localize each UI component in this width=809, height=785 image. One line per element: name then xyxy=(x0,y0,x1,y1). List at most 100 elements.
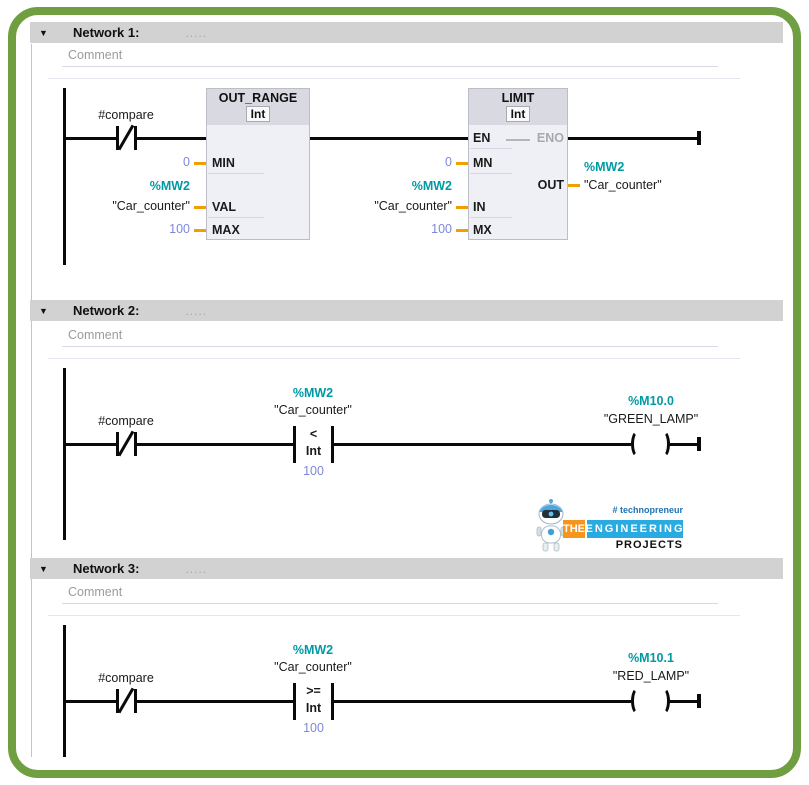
nc-contact-slash xyxy=(117,687,135,714)
compare-type[interactable]: Int xyxy=(305,701,322,715)
rail-segment xyxy=(334,443,631,446)
pin-stub xyxy=(194,162,206,165)
network1-title: Network 1: xyxy=(73,25,140,40)
logo-tagline: # technopreneur xyxy=(612,505,683,515)
network2-header[interactable]: ▼ Network 2: ..... xyxy=(30,300,783,321)
compare-constant[interactable]: 100 xyxy=(303,721,324,735)
coil-symbol[interactable] xyxy=(631,687,645,715)
operand-address[interactable]: %MW2 xyxy=(292,643,334,657)
en-eno-dash xyxy=(506,139,530,141)
network3-comment-field[interactable]: Comment xyxy=(68,585,123,599)
nc-contact-bar[interactable] xyxy=(134,689,137,713)
operand-name[interactable]: "GREEN_LAMP" xyxy=(603,412,699,426)
operand-name[interactable]: "Car_counter" xyxy=(374,199,452,213)
network-separator-line xyxy=(48,78,740,79)
rail-end-tick xyxy=(697,694,701,708)
pin-stub xyxy=(456,229,468,232)
network3-title-dots[interactable]: ..... xyxy=(185,561,208,576)
power-rail xyxy=(63,88,66,265)
coil-symbol[interactable] xyxy=(656,430,670,458)
collapse-triangle-icon[interactable]: ▼ xyxy=(39,563,48,574)
logo-word-the: THE xyxy=(563,520,585,538)
rail-segment xyxy=(63,700,118,703)
rail-segment xyxy=(63,137,118,140)
nc-contact-bar[interactable] xyxy=(134,126,137,150)
compare-contact-bar[interactable] xyxy=(331,426,334,463)
compare-constant[interactable]: 100 xyxy=(303,464,324,478)
out-range-block-header: OUT_RANGE Int xyxy=(207,89,309,125)
operand-address[interactable]: %MW2 xyxy=(411,179,452,193)
network1-comment-field[interactable]: Comment xyxy=(68,48,123,62)
logo-word-projects: PROJECTS xyxy=(615,539,683,551)
pin-value-mx[interactable]: 100 xyxy=(431,222,452,236)
rail-end-tick xyxy=(697,131,701,145)
pin-stub xyxy=(194,229,206,232)
pin-value-min[interactable]: 0 xyxy=(183,155,190,169)
operand-name[interactable]: "Car_counter" xyxy=(112,199,190,213)
compare-contact-bar[interactable] xyxy=(293,683,296,720)
pin-underline xyxy=(208,173,264,174)
rail-segment xyxy=(334,700,631,703)
nc-contact-bar[interactable] xyxy=(116,432,119,456)
pin-stub xyxy=(456,162,468,165)
operand-name[interactable]: "Car_counter" xyxy=(274,660,352,674)
nc-contact-bar[interactable] xyxy=(116,689,119,713)
coil-symbol[interactable] xyxy=(656,687,670,715)
nc-contact-bar[interactable] xyxy=(116,126,119,150)
pin-stub xyxy=(456,206,468,209)
block-type-dropdown[interactable]: Int xyxy=(245,106,271,122)
compare-type[interactable]: Int xyxy=(305,444,322,458)
contact-operand-label[interactable]: #compare xyxy=(98,108,154,122)
network2-title-dots[interactable]: ..... xyxy=(185,303,208,318)
operand-name[interactable]: "Car_counter" xyxy=(274,403,352,417)
limit-block[interactable]: LIMIT Int xyxy=(468,88,568,240)
pin-name-en: EN xyxy=(473,131,491,145)
compare-contact-bar[interactable] xyxy=(331,683,334,720)
compare-operator[interactable]: < xyxy=(309,427,318,441)
operand-address[interactable]: %MW2 xyxy=(149,179,190,193)
pin-underline xyxy=(470,217,512,218)
compare-operator[interactable]: >= xyxy=(306,684,321,698)
operand-name[interactable]: "Car_counter" xyxy=(584,178,662,192)
block-title: OUT_RANGE xyxy=(218,91,298,105)
pin-underline xyxy=(470,148,512,149)
operand-address[interactable]: %MW2 xyxy=(584,160,625,174)
out-range-block[interactable]: OUT_RANGE Int xyxy=(206,88,310,240)
nc-contact-bar[interactable] xyxy=(134,432,137,456)
network3-title: Network 3: xyxy=(73,561,140,576)
network2-comment-field[interactable]: Comment xyxy=(68,328,123,342)
operand-name[interactable]: "RED_LAMP" xyxy=(612,669,690,683)
coil-symbol[interactable] xyxy=(631,430,645,458)
network3-header[interactable]: ▼ Network 3: ..... xyxy=(30,558,783,579)
comment-underline xyxy=(62,346,718,347)
pin-underline xyxy=(208,217,264,218)
pin-value-mn[interactable]: 0 xyxy=(445,155,452,169)
operand-address[interactable]: %MW2 xyxy=(292,386,334,400)
rail-segment xyxy=(669,443,699,446)
collapse-triangle-icon[interactable]: ▼ xyxy=(39,27,48,38)
pin-name-mn: MN xyxy=(473,156,493,170)
pin-name-mx: MX xyxy=(473,223,492,237)
rail-segment xyxy=(137,443,293,446)
comment-underline xyxy=(62,603,718,604)
pin-value-max[interactable]: 100 xyxy=(169,222,190,236)
block-type-dropdown[interactable]: Int xyxy=(505,106,531,122)
pin-name-in: IN xyxy=(473,200,486,214)
operand-address[interactable]: %M10.1 xyxy=(628,651,674,665)
rail-segment xyxy=(137,137,206,140)
collapse-triangle-icon[interactable]: ▼ xyxy=(39,305,48,316)
operand-address[interactable]: %M10.0 xyxy=(628,394,674,408)
network2-title: Network 2: xyxy=(73,303,140,318)
rail-segment xyxy=(568,137,699,140)
contact-operand-label[interactable]: #compare xyxy=(98,671,154,685)
compare-contact-bar[interactable] xyxy=(293,426,296,463)
rail-segment xyxy=(63,443,118,446)
contact-operand-label[interactable]: #compare xyxy=(98,414,154,428)
network-separator-line xyxy=(48,358,740,359)
rail-segment xyxy=(310,137,468,140)
network1-title-dots[interactable]: ..... xyxy=(185,25,208,40)
power-rail xyxy=(63,368,66,540)
network1-header[interactable]: ▼ Network 1: ..... xyxy=(30,22,783,43)
robot-logo-icon xyxy=(536,499,566,552)
